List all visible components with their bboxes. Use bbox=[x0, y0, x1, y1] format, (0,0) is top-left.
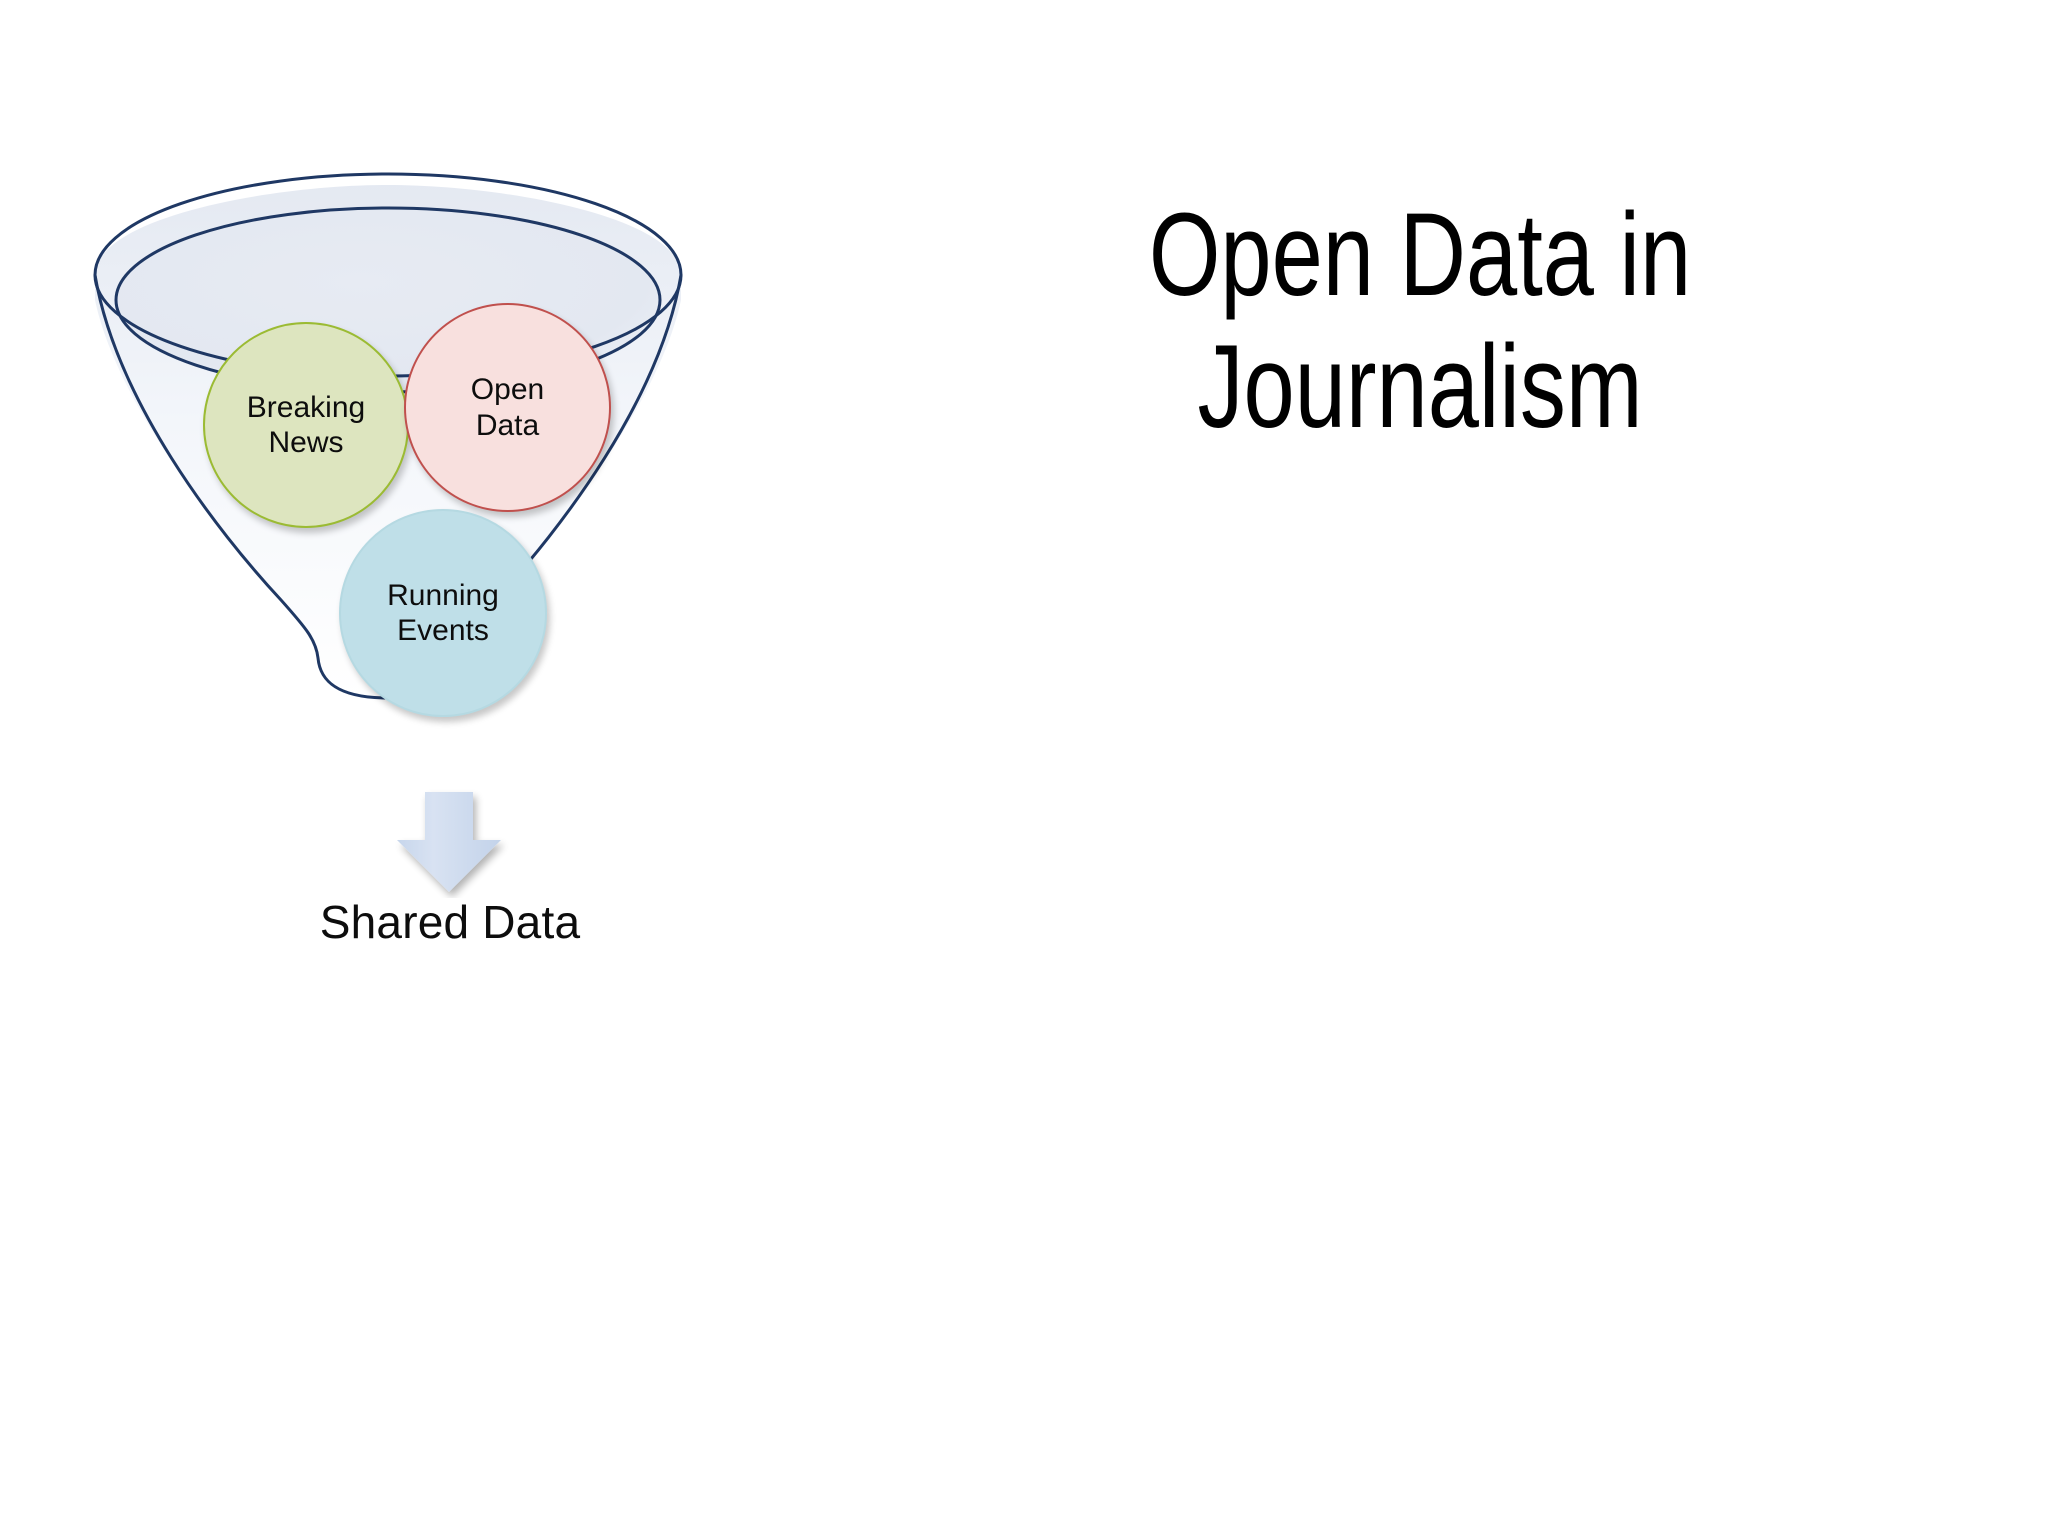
funnel-diagram: Breaking News Open Data Running Events bbox=[40, 100, 800, 948]
bubble-breaking-news-label: Breaking News bbox=[246, 390, 366, 459]
shared-data-label: Shared Data bbox=[319, 896, 581, 948]
page-title: Open Data in Journalism bbox=[1148, 189, 1692, 454]
bubble-running-events-label: Running Events bbox=[387, 578, 499, 647]
bubble-open-data-label: Open Data bbox=[470, 373, 545, 442]
bubble-open-data[interactable]: Open Data bbox=[404, 303, 611, 512]
down-arrow-icon bbox=[397, 792, 501, 892]
funnel-outline-graphic bbox=[93, 172, 683, 700]
bubble-breaking-news[interactable]: Breaking News bbox=[203, 322, 409, 528]
bubble-running-events[interactable]: Running Events bbox=[339, 509, 547, 717]
